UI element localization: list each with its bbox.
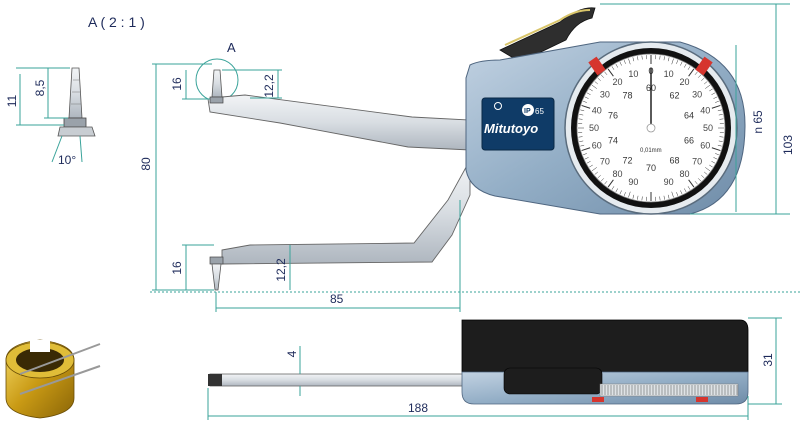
detail-dim-11: 11: [5, 94, 19, 107]
brand-logo: Mitutoyo: [484, 121, 538, 136]
dial-number-left: 50: [589, 123, 599, 133]
dim-thickness: 4: [285, 350, 299, 357]
dial-number-right: 20: [679, 77, 689, 87]
dial-inner-number: 74: [608, 135, 618, 145]
upper-jaw: [208, 70, 470, 150]
ip-label: IP: [524, 108, 531, 115]
dial-number-right: 80: [679, 169, 689, 179]
dial-number-left: 60: [592, 141, 602, 151]
dim-depth: 31: [761, 353, 775, 367]
detail-title: A ( 2 : 1 ): [88, 14, 145, 30]
dial-number-right: 40: [700, 105, 710, 115]
side-view: [208, 320, 748, 404]
dial-number-left: 30: [600, 89, 610, 99]
dial-number-left: 20: [612, 77, 622, 87]
dial-inner-number: 76: [608, 111, 618, 121]
dim-lower-tip: 16: [170, 261, 184, 275]
dim-body-height: 103: [781, 135, 795, 155]
dial-inner-number: 62: [670, 91, 680, 101]
dial-inner-number: 70: [646, 163, 656, 173]
dial-number-left: 70: [600, 157, 610, 167]
dial-number-right: 10: [664, 69, 674, 79]
dial-inner-number: 78: [622, 91, 632, 101]
dial-unit: 0,01mm: [640, 148, 662, 154]
dim-upper-jaw: 12,2: [262, 74, 276, 98]
dim-jaw-length: 85: [330, 292, 344, 306]
dial-number-left: 90: [628, 177, 638, 187]
needle-hub: [647, 124, 655, 132]
detail-dim-8-5: 8,5: [33, 79, 47, 96]
tip-detail: [58, 68, 95, 136]
callout-label: A: [227, 40, 236, 55]
dial-inner-number: 72: [622, 155, 632, 165]
side-tip: [208, 374, 222, 386]
dim-dial-diameter: n 65: [751, 110, 765, 134]
dial-number-left: 10: [628, 69, 638, 79]
lower-jaw: [210, 160, 470, 290]
bushing-3d-icon: [6, 340, 100, 418]
dim-upper-tip: 16: [170, 77, 184, 91]
dial-number-right: 70: [692, 157, 702, 167]
dim-overall-length: 188: [408, 401, 428, 415]
dial-number-left: 40: [592, 105, 602, 115]
dial-number-right: 30: [692, 89, 702, 99]
dial-inner-number: 68: [670, 155, 680, 165]
dial-number-right: 50: [703, 123, 713, 133]
dial-number-right: 90: [664, 177, 674, 187]
dial-inner-number: 66: [684, 135, 694, 145]
detail-dim-angle: 10°: [58, 153, 76, 167]
dial: 00101020203030404050506060707080809090 6…: [565, 42, 737, 214]
dial-number-left: 80: [612, 169, 622, 179]
ip-number: 65: [535, 107, 544, 116]
dial-inner-number: 64: [684, 111, 694, 121]
dial-number-right: 60: [700, 141, 710, 151]
dim-lower-jaw: 12,2: [274, 258, 288, 282]
dim-overall-height: 80: [139, 157, 153, 171]
